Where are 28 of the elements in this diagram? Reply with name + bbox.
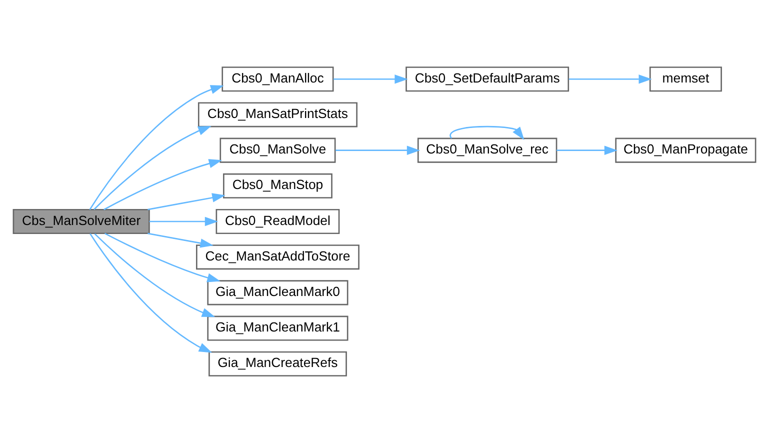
arrow <box>556 146 618 155</box>
arrow <box>450 126 524 140</box>
arrow <box>104 232 220 282</box>
node-box: Cbs0_ManSatPrintStats <box>198 102 358 128</box>
arrow <box>104 159 222 210</box>
node-box: Gia_ManCleanMark0 <box>207 280 348 306</box>
node-box: Cbs0_ManSolve <box>220 138 336 163</box>
arrow <box>149 216 218 226</box>
arrow <box>568 74 652 84</box>
arrow <box>148 232 214 248</box>
arrow <box>148 193 226 210</box>
node-box: Cbs0_ReadModel <box>216 208 340 234</box>
node-box: Gia_ManCreateRefs <box>208 351 347 376</box>
arrow <box>333 74 408 84</box>
node-box: Gia_ManCleanMark1 <box>207 316 348 341</box>
arrow <box>336 146 420 155</box>
arrow <box>94 233 216 318</box>
arrow <box>90 233 212 353</box>
node-box: Cec_ManSatAddToStore <box>196 244 360 270</box>
node-box: Cbs0_ManAlloc <box>222 66 334 92</box>
node-box: Cbs0_SetDefaultParams <box>406 66 570 92</box>
arrow <box>94 126 212 210</box>
arrow <box>89 85 224 210</box>
node-box: memset <box>649 66 722 92</box>
node-box: Cbs_ManSolveMiter <box>12 208 150 234</box>
node-box: Cbs0_ManSolve_rec <box>417 138 558 163</box>
node-box: Cbs0_ManStop <box>223 173 332 198</box>
node-box: Cbs0_ManPropagate <box>615 138 756 163</box>
